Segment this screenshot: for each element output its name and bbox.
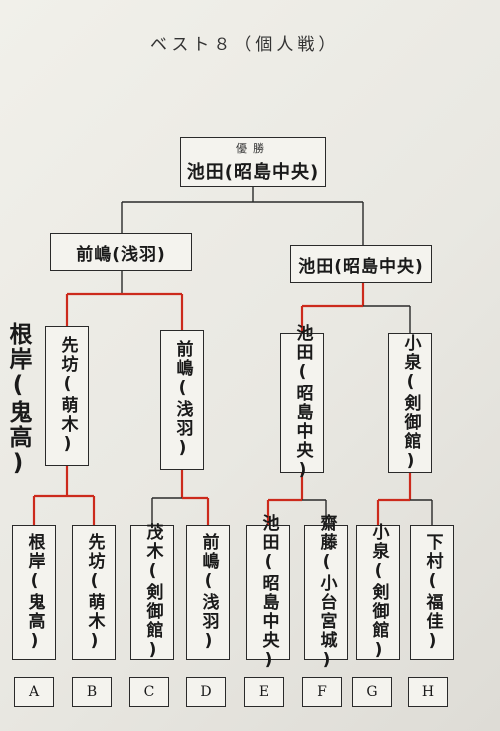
side-note: 根岸(鬼高) [5, 322, 31, 478]
semifinal-box: 前嶋(浅羽) [160, 330, 204, 470]
winner-caption: 優勝 [236, 142, 270, 155]
first-round-box: 前嶋(浅羽) [186, 525, 230, 660]
final-left-box: 前嶋(浅羽) [50, 233, 192, 271]
entry-label: F [302, 677, 342, 707]
first-round-box: 根岸(鬼高) [12, 525, 56, 660]
entry-label: C [129, 677, 169, 707]
entry-label: D [186, 677, 226, 707]
semifinal-box: 小泉(剣御館) [388, 333, 432, 473]
semifinal-box: 池田(昭島中央) [280, 324, 324, 482]
final-right-box: 池田(昭島中央) [290, 245, 432, 283]
entry-label: B [72, 677, 112, 707]
first-round-box: 先坊(萌木) [72, 525, 116, 660]
first-round-box: 小泉(剣御館) [356, 523, 400, 662]
first-round-box: 下村(福佳) [410, 525, 454, 660]
semifinal-box: 先坊(萌木) [45, 326, 89, 466]
bracket-title: ベスト８（個人戦） [150, 35, 340, 55]
first-round-box: 齋藤(小台宮城) [304, 514, 348, 672]
entry-label: H [408, 677, 448, 707]
winner-box: 優勝 池田(昭島中央) [180, 137, 326, 187]
entry-label: E [244, 677, 284, 707]
first-round-box: 茂木(剣御館) [130, 523, 174, 662]
entry-label: A [14, 677, 54, 707]
first-round-box: 池田(昭島中央) [246, 514, 290, 672]
entry-label: G [352, 677, 392, 707]
winner-name: 池田(昭島中央) [186, 162, 320, 183]
